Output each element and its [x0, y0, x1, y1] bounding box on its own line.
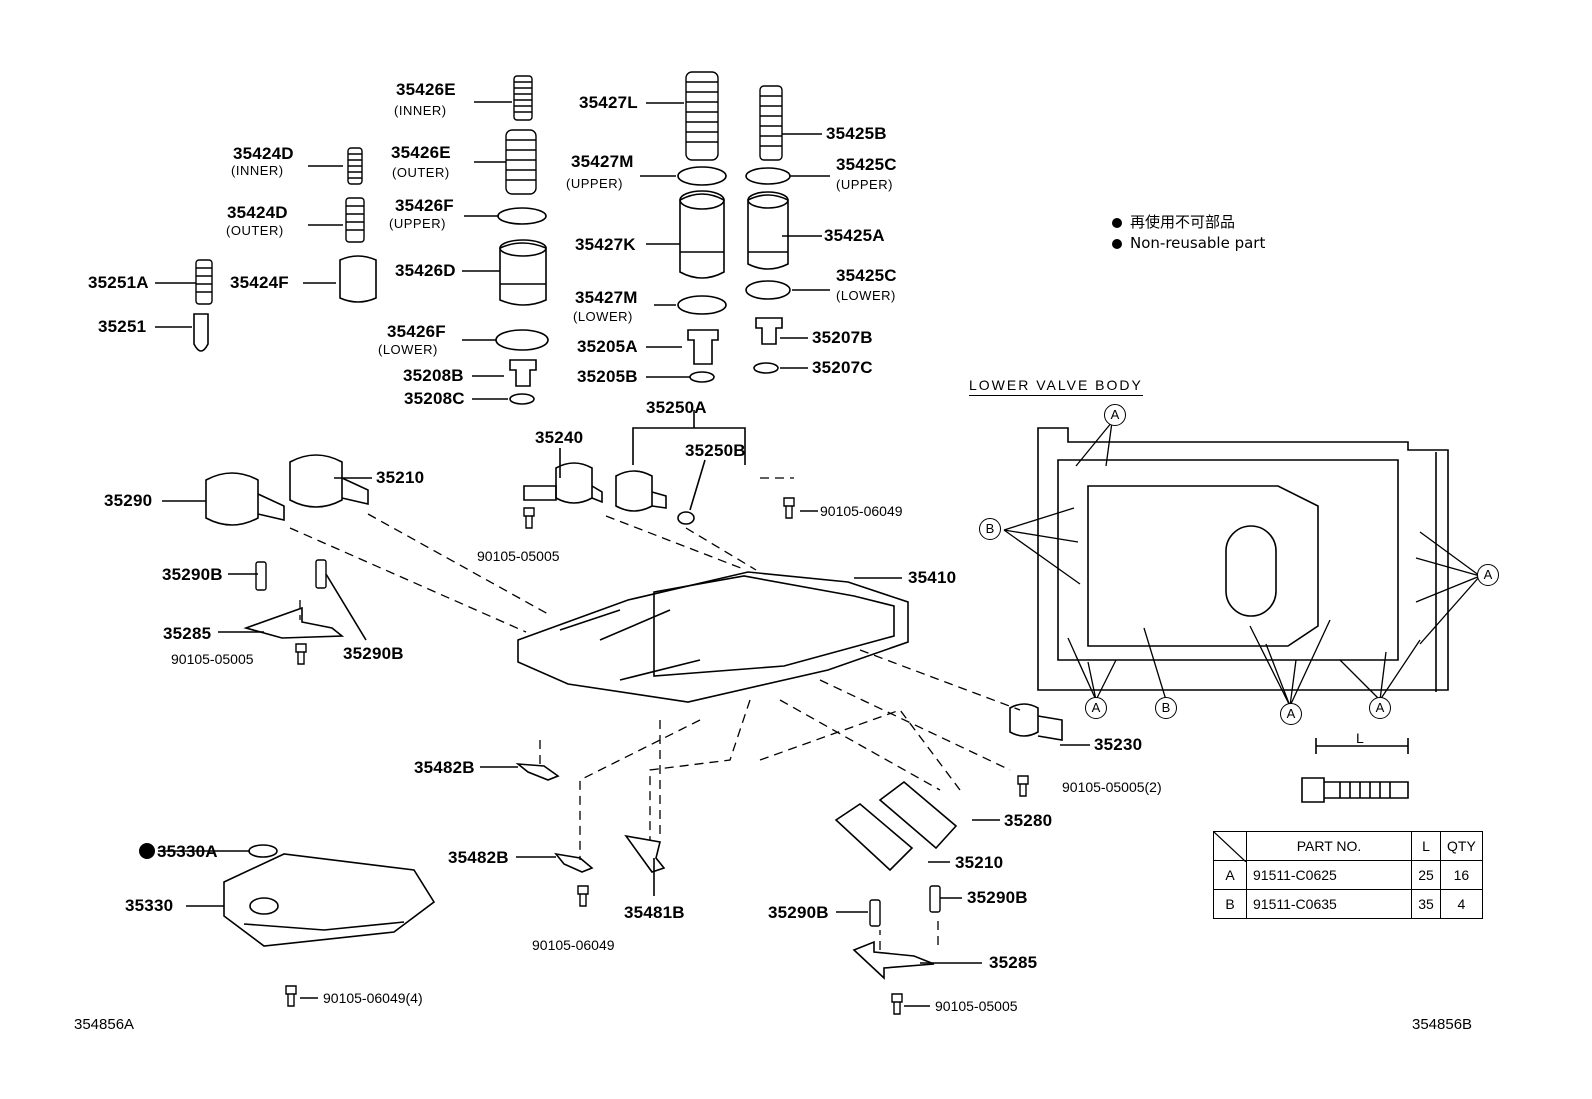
callout-a: A — [1477, 564, 1499, 586]
part-label: 35330 — [125, 896, 174, 915]
bolt-label: 90105-06049 — [820, 503, 903, 519]
part-label: 35285 — [163, 624, 212, 643]
part-label: 35250A — [646, 398, 707, 417]
part-label: 35425A — [824, 226, 885, 245]
part-qualifier: (LOWER) — [836, 288, 896, 303]
part-label: 35290B — [343, 644, 404, 663]
bullet-icon — [1112, 238, 1122, 249]
callout-b: B — [1155, 697, 1177, 719]
part-label: 35425C — [836, 155, 897, 174]
part-qualifier: (INNER) — [394, 103, 447, 118]
part-label: 35426F — [387, 322, 446, 341]
part-label: 35208C — [404, 389, 465, 408]
part-label: 35251 — [98, 317, 147, 336]
row-l: 25 — [1411, 860, 1441, 890]
part-label: 35426E — [391, 143, 451, 162]
part-number: 35330A — [157, 842, 218, 861]
bolt-label: 90105-05005(2) — [1062, 779, 1162, 795]
part-label: 35425B — [826, 124, 887, 143]
part-label: 35290B — [967, 888, 1028, 907]
part-qualifier: (LOWER) — [573, 309, 633, 324]
dimension-label: L — [1356, 730, 1364, 746]
bolt-label: 90105-06049(4) — [323, 990, 423, 1006]
part-label: 35426F — [395, 196, 454, 215]
diagram-id-right: 354856B — [1412, 1016, 1473, 1033]
part-label: 35425C — [836, 266, 897, 285]
part-qualifier: (UPPER) — [836, 177, 893, 192]
header-l: L — [1411, 831, 1441, 861]
table-header-row: PART NO. L QTY — [1213, 831, 1483, 862]
table-corner-cell — [1213, 831, 1247, 862]
part-label: 35230 — [1094, 735, 1143, 754]
part-label: 35426D — [395, 261, 456, 280]
header-part-no: PART NO. — [1246, 831, 1412, 861]
part-label: 35285 — [989, 953, 1038, 972]
bolt-label: 90105-05005 — [171, 651, 254, 667]
bolt-table: PART NO. L QTY A 91511-C0625 25 16 B 915… — [1213, 831, 1483, 919]
diagram-id-left: 354856A — [74, 1016, 135, 1033]
part-label: 35482B — [414, 758, 475, 777]
callout-a: A — [1369, 697, 1391, 719]
part-label: 35290B — [162, 565, 223, 584]
part-label: 35424F — [230, 273, 289, 292]
row-qty: 16 — [1440, 860, 1483, 890]
non-reusable-part-label: 35330A — [139, 842, 218, 862]
legend-jp: 再使用不可部品 — [1112, 211, 1235, 232]
part-label: 35424D — [233, 144, 294, 163]
part-label: 35424D — [227, 203, 288, 222]
row-key: B — [1213, 889, 1247, 919]
part-label: 35427M — [575, 288, 638, 307]
part-label: 35427K — [575, 235, 636, 254]
legend-en: Non-reusable part — [1112, 234, 1265, 252]
part-label: 35210 — [955, 853, 1004, 872]
bolt-label: 90105-05005 — [477, 548, 560, 564]
part-label: 35240 — [535, 428, 584, 447]
callout-b: B — [979, 518, 1001, 540]
callout-a: A — [1280, 703, 1302, 725]
legend-jp-text: 再使用不可部品 — [1130, 213, 1236, 231]
part-label: 35290 — [104, 491, 153, 510]
callout-a: A — [1085, 697, 1107, 719]
corner-diagonal — [1214, 832, 1246, 862]
part-label: 35290B — [768, 903, 829, 922]
part-qualifier: (OUTER) — [226, 223, 284, 238]
part-qualifier: (OUTER) — [392, 165, 450, 180]
row-key: A — [1213, 860, 1247, 890]
part-label: 35427M — [571, 152, 634, 171]
legend-en-text: Non-reusable part — [1130, 234, 1266, 252]
part-qualifier: (UPPER) — [389, 216, 446, 231]
part-label: 35205A — [577, 337, 638, 356]
part-label: 35210 — [376, 468, 425, 487]
part-label: 35427L — [579, 93, 638, 112]
part-label: 35250B — [685, 441, 746, 460]
table-row: A 91511-C0625 25 16 — [1213, 860, 1483, 890]
part-qualifier: (UPPER) — [566, 176, 623, 191]
part-label: 35426E — [396, 80, 456, 99]
row-part-no: 91511-C0635 — [1246, 889, 1412, 919]
part-label: 35207C — [812, 358, 873, 377]
part-qualifier: (INNER) — [231, 163, 284, 178]
part-label: 35280 — [1004, 811, 1053, 830]
table-row: B 91511-C0635 35 4 — [1213, 889, 1483, 919]
non-reusable-dot-icon — [139, 843, 155, 859]
row-qty: 4 — [1440, 889, 1483, 919]
part-label: 35208B — [403, 366, 464, 385]
part-label: 35481B — [624, 903, 685, 922]
row-part-no: 91511-C0625 — [1246, 860, 1412, 890]
callout-a: A — [1104, 404, 1126, 426]
bullet-icon — [1112, 217, 1122, 228]
bolt-label: 90105-05005 — [935, 998, 1018, 1014]
part-label: 35251A — [88, 273, 149, 292]
section-title: LOWER VALVE BODY — [969, 377, 1143, 396]
bolt-label: 90105-06049 — [532, 937, 615, 953]
header-qty: QTY — [1440, 831, 1483, 861]
part-label: 35205B — [577, 367, 638, 386]
part-label: 35482B — [448, 848, 509, 867]
part-qualifier: (LOWER) — [378, 342, 438, 357]
row-l: 35 — [1411, 889, 1441, 919]
part-label: 35207B — [812, 328, 873, 347]
part-label: 35410 — [908, 568, 957, 587]
